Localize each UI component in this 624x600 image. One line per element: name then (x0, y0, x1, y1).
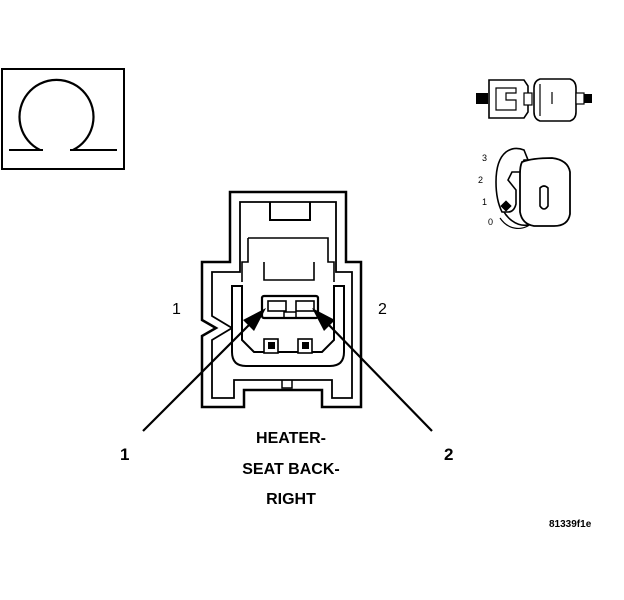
figure-id: 81339f1e (549, 519, 592, 530)
key-position-1: 1 (482, 197, 487, 207)
key-position-3: 3 (482, 153, 487, 163)
cavity-label-1: 1 (172, 301, 181, 318)
key-position-2: 2 (478, 175, 483, 185)
pin-callout-1: 1 (120, 445, 129, 464)
key-position-0: 0 (488, 217, 493, 227)
connector-title-line-3: RIGHT (266, 491, 316, 508)
connector-pair-icon (476, 78, 592, 122)
omega-symbol-box (1, 68, 125, 170)
connector-face (200, 190, 363, 409)
pin-callout-2: 2 (444, 445, 453, 464)
ignition-key-icon: 3 2 1 0 (478, 147, 571, 230)
connector-title-line-2: SEAT BACK- (242, 461, 339, 478)
pin-1-callout-arrow (142, 308, 266, 432)
omega-icon (18, 78, 95, 151)
connector-title-line-1: HEATER- (256, 430, 326, 447)
pin-2-callout-arrow (312, 308, 433, 432)
cavity-label-2: 2 (378, 301, 387, 318)
